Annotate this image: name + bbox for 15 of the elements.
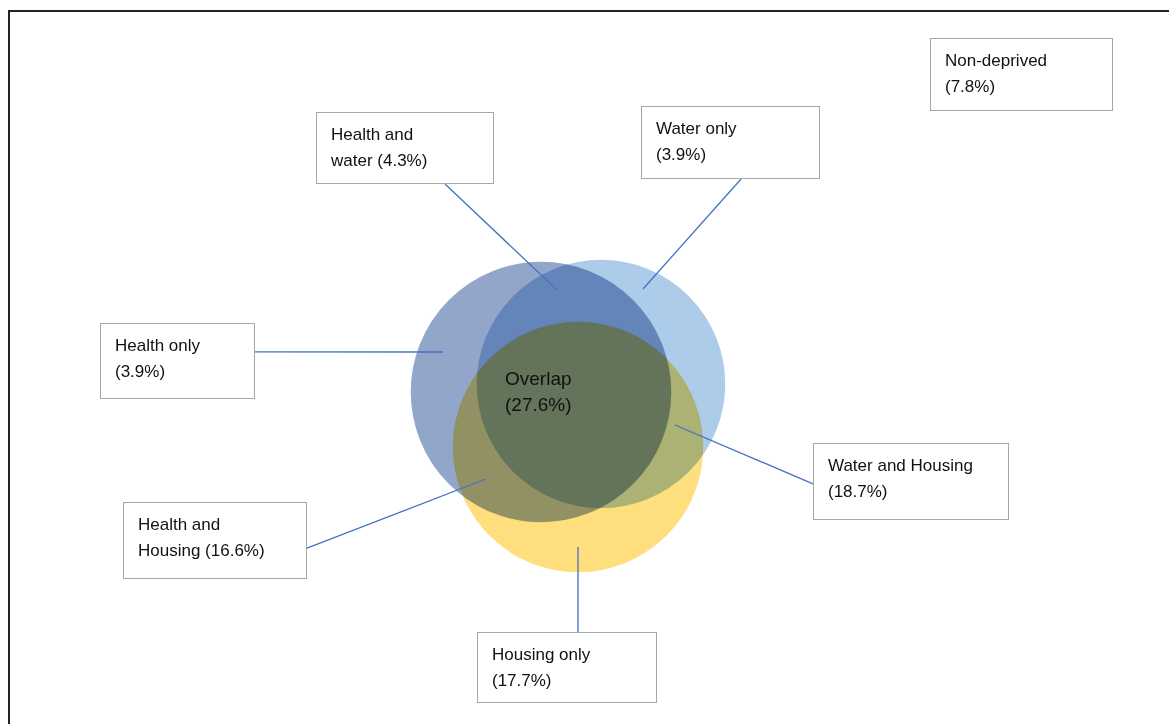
leader-line	[444, 183, 558, 291]
callout-box: Non-deprived (7.8%)	[930, 38, 1113, 111]
callout-box: Health and Housing (16.6%)	[123, 502, 307, 579]
callout-box: Water and Housing (18.7%)	[813, 443, 1009, 520]
callout-box: Health only (3.9%)	[100, 323, 255, 399]
callout-box: Health and water (4.3%)	[316, 112, 494, 184]
leader-line	[674, 424, 814, 485]
leader-line	[306, 478, 487, 549]
leader-line	[254, 351, 444, 353]
callout-box: Housing only (17.7%)	[477, 632, 657, 703]
leader-line	[642, 178, 742, 290]
region-label: Overlap (27.6%)	[505, 367, 573, 417]
callout-box: Water only (3.9%)	[641, 106, 820, 179]
leader-line	[577, 546, 579, 633]
venn-circle	[451, 320, 705, 574]
